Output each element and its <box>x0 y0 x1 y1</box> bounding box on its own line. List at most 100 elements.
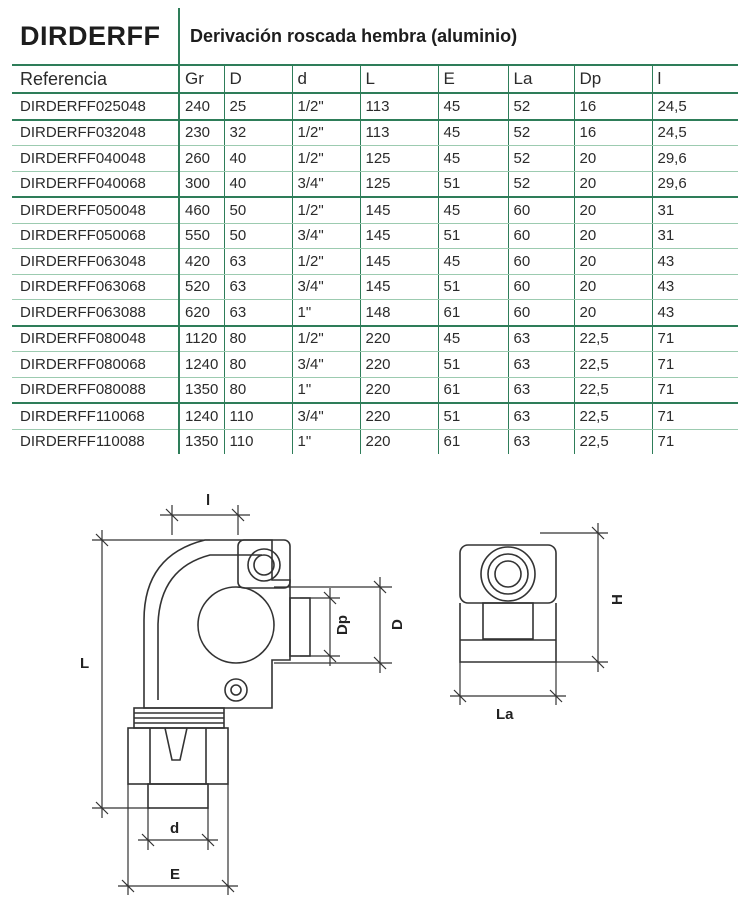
column-header-col3: d <box>291 65 360 94</box>
value-cell: 620 <box>178 299 224 327</box>
value-cell: 63 <box>507 351 574 378</box>
value-cell: 1/2" <box>291 145 360 172</box>
value-cell: 60 <box>507 223 574 249</box>
value-cell: 24,5 <box>651 119 739 146</box>
front-lug <box>482 602 534 640</box>
value-cell: 22,5 <box>573 351 652 378</box>
value-cell: 71 <box>651 403 739 430</box>
pipe-end <box>147 783 209 809</box>
value-cell: 145 <box>359 223 438 249</box>
value-cell: 125 <box>359 171 438 198</box>
reference-cell: DIRDERFF050068 <box>12 223 179 249</box>
value-cell: 45 <box>437 145 508 172</box>
value-cell: 43 <box>651 248 739 275</box>
value-cell: 40 <box>223 171 292 198</box>
value-cell: 61 <box>437 377 508 404</box>
reference-cell: DIRDERFF110068 <box>12 403 179 430</box>
value-cell: 1" <box>291 299 360 327</box>
value-cell: 24,5 <box>651 93 739 121</box>
reference-cell: DIRDERFF110088 <box>20 433 145 451</box>
value-cell: 50 <box>223 223 292 249</box>
spec-sheet: DIRDERFF Derivación roscada hembra (alum… <box>12 8 739 454</box>
front-port-outer <box>480 546 536 602</box>
value-cell: 3/4" <box>291 274 360 300</box>
value-cell: 20 <box>573 248 652 275</box>
value-cell: 145 <box>359 274 438 300</box>
value-cell: 51 <box>437 274 508 300</box>
value-cell: 71 <box>651 325 739 352</box>
value-cell: 50 <box>223 197 292 224</box>
elbow-body <box>143 539 291 709</box>
value-cell: 1/2" <box>291 248 360 275</box>
value-cell: 230 <box>178 119 224 146</box>
value-cell: 20 <box>573 299 652 327</box>
top-hole <box>247 548 281 582</box>
column-header-col6: La <box>507 65 574 94</box>
value-cell: 220 <box>359 325 438 352</box>
value-cell: 52 <box>507 145 574 172</box>
value-cell: 25 <box>223 93 292 121</box>
value-cell: 1/2" <box>291 325 360 352</box>
value-cell: 3/4" <box>291 223 360 249</box>
value-cell: 550 <box>178 223 224 249</box>
value-cell: 63 <box>507 429 574 454</box>
value-cell: 110 <box>223 429 292 454</box>
value-cell: 52 <box>507 119 574 146</box>
reference-cell: DIRDERFF032048 <box>12 119 179 146</box>
value-cell: 110 <box>223 403 292 430</box>
bottom-screw-inner <box>230 684 242 696</box>
value-cell: 32 <box>223 119 292 146</box>
reference-cell: DIRDERFF080048 <box>12 325 179 352</box>
front-port-inner <box>494 560 522 588</box>
reference-cell: DIRDERFF050048 <box>12 197 179 224</box>
value-cell: 51 <box>437 223 508 249</box>
value-cell: 45 <box>437 93 508 121</box>
value-cell: 51 <box>437 403 508 430</box>
label-La: La <box>496 706 514 723</box>
value-cell: 16 <box>573 93 652 121</box>
front-view-dimensions <box>450 523 608 705</box>
value-cell: 60 <box>507 274 574 300</box>
reference-cell: DIRDERFF063068 <box>12 274 179 300</box>
value-cell: 22,5 <box>573 325 652 352</box>
value-cell: 1120 <box>178 325 224 352</box>
value-cell: 63 <box>507 325 574 352</box>
value-cell: 80 <box>223 325 292 352</box>
reference-cell: DIRDERFF080088 <box>12 377 179 404</box>
column-header-col2: D <box>223 65 292 94</box>
value-cell: 3/4" <box>291 403 360 430</box>
value-cell: 460 <box>178 197 224 224</box>
reference-cell: DIRDERFF080068 <box>12 351 179 378</box>
value-cell: 60 <box>507 197 574 224</box>
value-cell: 1/2" <box>291 119 360 146</box>
compression-nut <box>127 727 229 785</box>
value-cell: 240 <box>178 93 224 121</box>
value-cell: 1/2" <box>291 93 360 121</box>
reference-cell: DIRDERFF063088 <box>12 299 179 327</box>
value-cell: 63 <box>223 299 292 327</box>
reference-cell: DIRDERFF040068 <box>12 171 179 198</box>
elbow-inner-line <box>157 554 262 700</box>
value-cell: 148 <box>359 299 438 327</box>
value-cell: 61 <box>437 429 508 454</box>
value-cell: 40 <box>223 145 292 172</box>
value-cell: 220 <box>359 351 438 378</box>
column-header-col5: E <box>437 65 508 94</box>
value-cell: 80 <box>223 351 292 378</box>
value-cell: 1350 <box>178 429 224 454</box>
saddle-boss <box>237 539 291 589</box>
value-cell: 52 <box>507 171 574 198</box>
label-d: d <box>170 820 179 837</box>
value-cell: 71 <box>651 377 739 404</box>
value-cell: 113 <box>359 119 438 146</box>
value-cell: 20 <box>573 223 652 249</box>
value-cell: 45 <box>437 197 508 224</box>
column-header-col4: L <box>359 65 438 94</box>
value-cell: 61 <box>437 299 508 327</box>
